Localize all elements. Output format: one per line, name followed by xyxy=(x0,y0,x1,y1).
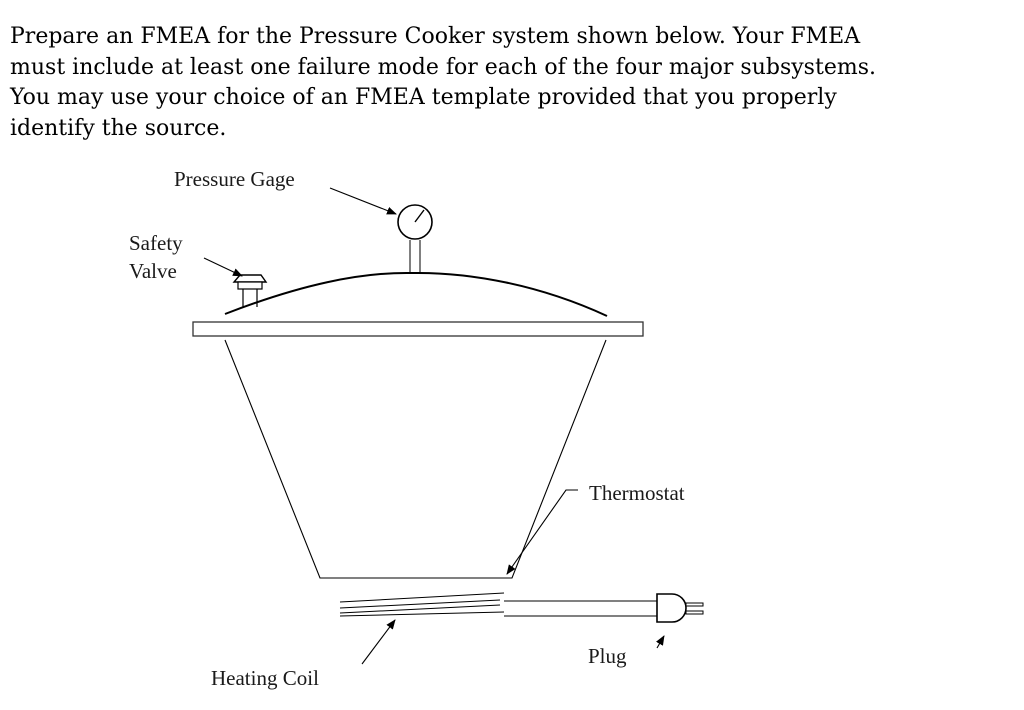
plug-arrow xyxy=(656,635,665,649)
question-text: Prepare an FMEA for the Pressure Cooker … xyxy=(10,22,1010,144)
coil-line-1 xyxy=(339,592,505,603)
heating-coil-arrow xyxy=(361,619,396,665)
coil-line-4 xyxy=(339,611,505,617)
safety-valve xyxy=(232,274,268,307)
power-cord xyxy=(504,600,657,617)
plug xyxy=(656,593,704,623)
label-thermostat: Thermostat xyxy=(589,481,685,505)
plug-prong-top xyxy=(685,602,704,607)
lid-dome xyxy=(224,271,608,317)
label-safety-valve-line1: Safety xyxy=(129,231,183,255)
heating-coil xyxy=(339,592,505,617)
coil-line-2 xyxy=(339,599,501,609)
question-line-4: identify the source. xyxy=(10,115,227,141)
label-heating-coil: Heating Coil xyxy=(211,666,319,690)
question-line-3: You may use your choice of an FMEA templ… xyxy=(10,85,837,110)
pressure-gage xyxy=(397,204,433,273)
valve-cap xyxy=(232,274,268,283)
safety-valve-arrow xyxy=(203,257,243,277)
gage-needle xyxy=(414,209,425,223)
question-line-1: Prepare an FMEA for the Pressure Cooker … xyxy=(10,24,861,49)
pot-body xyxy=(224,339,607,579)
plug-body xyxy=(656,593,687,623)
label-safety-valve-line2: Valve xyxy=(129,259,177,283)
lid-rim xyxy=(192,321,644,337)
coil-line-3 xyxy=(339,604,501,614)
question-line-2: must include at least one failure mode f… xyxy=(10,54,876,80)
label-pressure-gage: Pressure Gage xyxy=(174,167,295,191)
plug-prong-bottom xyxy=(685,610,704,615)
pressure-gage-arrow xyxy=(329,187,397,215)
valve-body xyxy=(237,281,263,290)
label-plug: Plug xyxy=(588,644,627,668)
thermostat-arrow xyxy=(506,489,578,575)
